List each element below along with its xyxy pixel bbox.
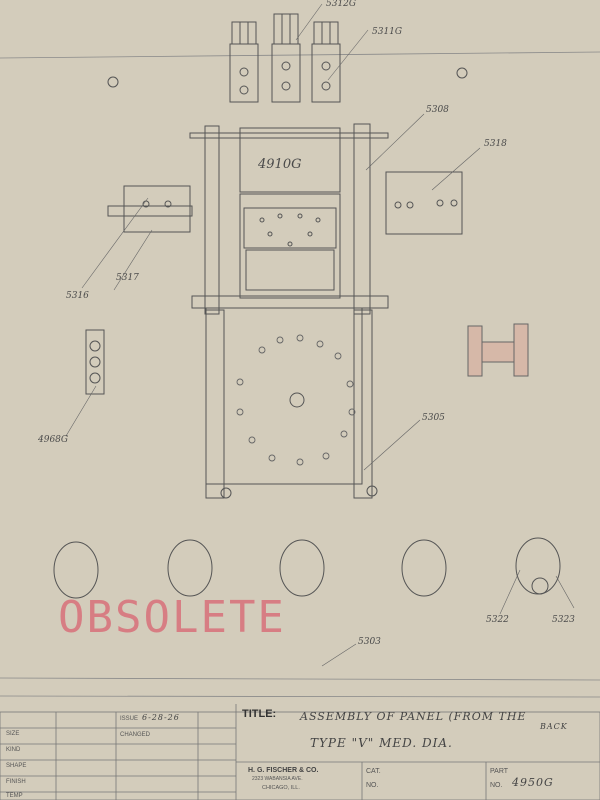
title-label: TITLE: <box>242 708 277 720</box>
label-5316: 5316 <box>66 291 89 301</box>
changed-label: CHANGED <box>120 732 151 738</box>
cat-no-label: NO. <box>366 782 379 789</box>
label-4910: 4910G <box>257 157 301 172</box>
company-address: 2323 WABANSIA AVE. <box>252 776 303 782</box>
company-city: CHICAGO, ILL. <box>262 785 300 791</box>
label-5317: 5317 <box>116 273 139 283</box>
label-5323: 5323 <box>552 615 575 625</box>
issue-label: ISSUE <box>120 716 139 722</box>
label-4968: 4968G <box>37 435 68 445</box>
title-line-1b: BACK <box>540 722 568 731</box>
right-bracket <box>385 171 463 235</box>
label-5312: 5312G <box>326 0 356 9</box>
company-name: H. G. FISCHER & CO. <box>248 767 319 774</box>
issue-date: 6-28-26 <box>142 713 180 722</box>
part-number: 4950G <box>512 776 554 789</box>
title-line-1: ASSEMBLY OF PANEL (FROM THE <box>300 710 527 723</box>
row-label-kind: KIND <box>6 747 21 753</box>
title-line-2: TYPE "V" MED. DIA. <box>310 736 453 750</box>
part-no-label: NO. <box>490 782 503 789</box>
label-5305: 5305 <box>422 413 445 423</box>
left-bracket <box>107 185 193 233</box>
row-label-shape: SHAPE <box>6 763 27 769</box>
obsolete-stamp: OBSOLETE <box>58 592 286 643</box>
label-5318: 5318 <box>484 139 507 149</box>
part-label: PART <box>490 768 509 775</box>
label-5322: 5322 <box>486 615 509 625</box>
label-5311: 5311G <box>372 27 402 37</box>
panel-assembly <box>189 123 389 499</box>
row-label-temp: TEMP <box>6 793 23 799</box>
row-label-size: SIZE <box>6 731 20 737</box>
top-brackets <box>229 13 341 103</box>
title-block-grid <box>0 704 600 800</box>
label-5308: 5308 <box>426 105 449 115</box>
cat-label: CAT. <box>366 768 381 775</box>
label-5303: 5303 <box>358 637 381 647</box>
row-label-finish: FINISH <box>6 779 26 785</box>
knob-outlines <box>53 537 561 599</box>
